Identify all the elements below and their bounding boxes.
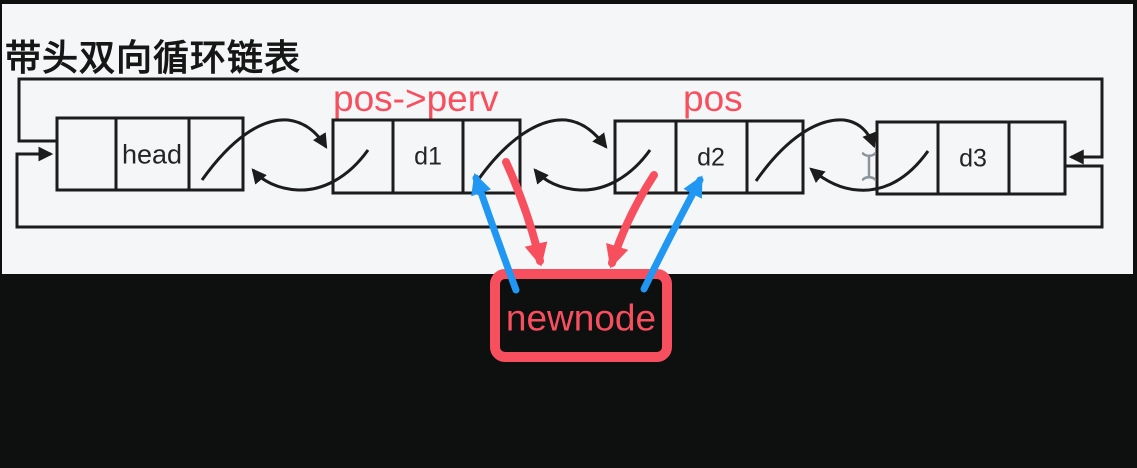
i-beam-text-cursor-icon — [861, 152, 877, 181]
arrow-d1-prev-to-head — [251, 149, 370, 192]
d3-node-label: d3 — [959, 144, 987, 173]
loop-d3-next-to-head-arrow — [15, 146, 1104, 229]
arrow-head-next-to-d1 — [200, 118, 328, 181]
red-arrow-d1-next-to-newnode — [502, 158, 548, 267]
node-d3 — [875, 120, 1067, 196]
newnode-label: newnode — [505, 297, 657, 339]
d1-node-label: d1 — [414, 142, 442, 171]
red-arrow-d2-prev-to-newnode — [606, 171, 658, 269]
pos-annotation-label: pos — [683, 78, 743, 119]
arrow-d2-next-to-d3 — [754, 118, 877, 182]
blue-arrow-newnode-to-d1 — [471, 173, 520, 294]
head-node-label: head — [121, 139, 183, 170]
newnode-box — [490, 269, 672, 362]
node-d1 — [331, 118, 522, 195]
d2-node-label: d2 — [697, 143, 725, 172]
node-head — [55, 116, 245, 192]
pos-prev-annotation-label: pos->perv — [333, 78, 499, 119]
page-title: 带头双向循环链表 — [5, 37, 302, 79]
arrow-d1-next-to-d2 — [476, 118, 608, 181]
arrow-d2-prev-to-d1 — [533, 149, 652, 192]
node-d2 — [613, 119, 805, 195]
loop-head-prev-to-d3-arrow — [17, 77, 1104, 165]
blue-arrow-newnode-to-d2 — [640, 175, 704, 293]
arrow-d3-prev-to-d2 — [809, 150, 930, 192]
